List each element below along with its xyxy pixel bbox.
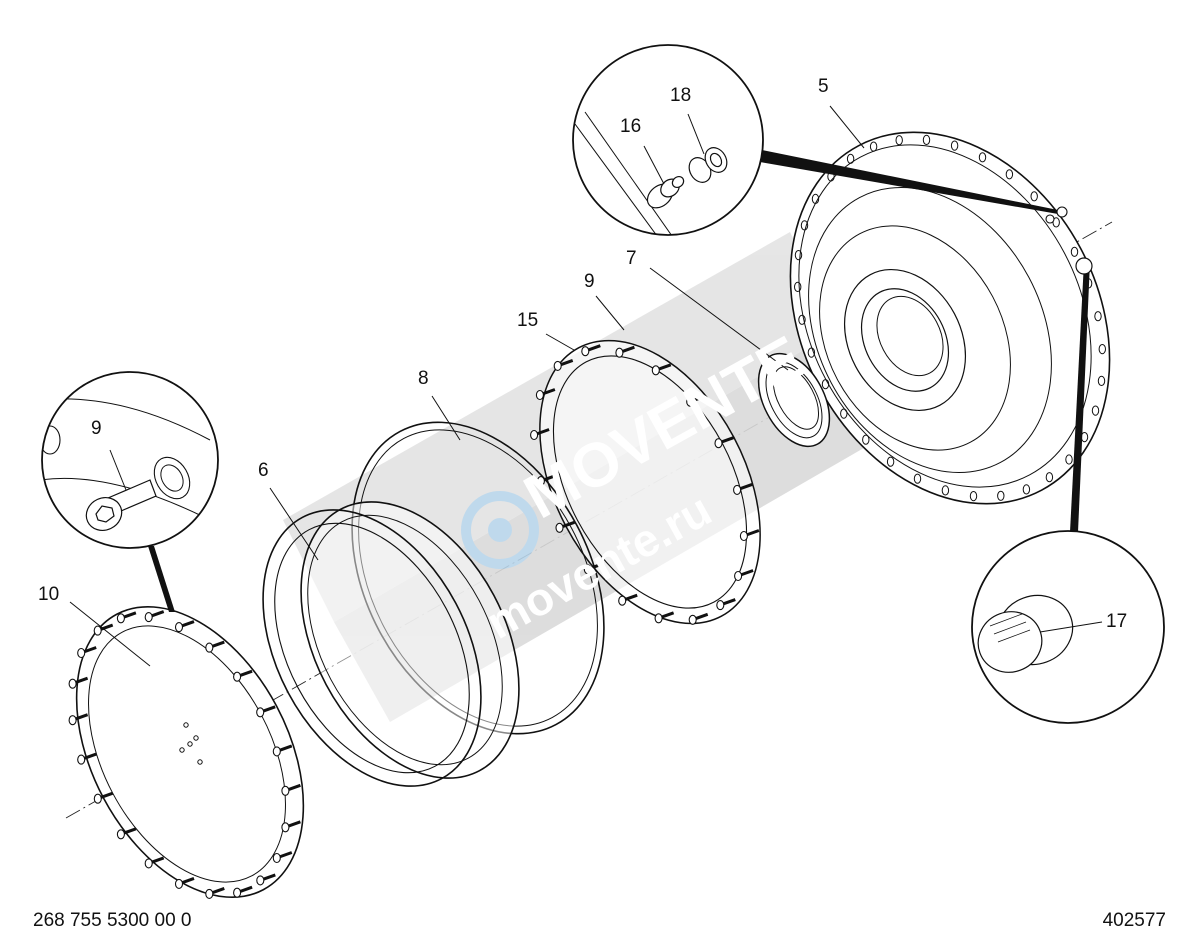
housing-bolt-hole xyxy=(1065,454,1073,465)
cover-bolt xyxy=(272,851,293,864)
cover-bolt xyxy=(272,744,293,757)
cover-bolt xyxy=(68,676,89,689)
callout-18: 18 xyxy=(670,85,691,106)
cover-bolt xyxy=(144,856,165,869)
housing-bolt-hole xyxy=(997,490,1005,501)
part-9-bolt-detail xyxy=(85,479,157,531)
flange-bolt xyxy=(553,358,574,371)
cover-bolt xyxy=(233,669,253,682)
housing-bolt-hole xyxy=(1094,311,1102,322)
housing-bolt-hole xyxy=(1097,375,1106,386)
callout-5: 5 xyxy=(818,76,829,97)
housing-bolt-hole xyxy=(1005,169,1014,180)
callout-15: 15 xyxy=(517,310,538,331)
part-7-seal-ring xyxy=(757,352,831,448)
housing-bolt-hole xyxy=(807,347,816,358)
flange-bolt xyxy=(716,598,736,611)
cover-bolt xyxy=(77,646,97,659)
figure-id: 402577 xyxy=(1102,910,1166,931)
flange-bolt xyxy=(581,344,601,357)
part-5-housing xyxy=(789,131,1111,505)
callout-7: 7 xyxy=(626,248,637,269)
callout-17: 17 xyxy=(1106,611,1127,632)
cover-bolt xyxy=(233,885,253,898)
cover-bolt xyxy=(144,610,165,623)
housing-bolt-hole xyxy=(950,140,959,151)
flange-bolt xyxy=(536,474,557,487)
flange-bolt xyxy=(615,345,635,358)
housing-bolt-hole xyxy=(969,491,978,502)
flange-bolt xyxy=(714,436,735,449)
drawing-number: 268 755 5300 00 0 xyxy=(33,910,192,931)
cover-bolt xyxy=(281,820,301,833)
flange-bolt xyxy=(555,520,576,533)
cover-bolt xyxy=(174,620,195,633)
housing-bolt-hole xyxy=(1045,472,1054,483)
housing-bolt-hole xyxy=(1022,484,1031,495)
housing-bolt-hole xyxy=(978,152,987,163)
flange-bolt xyxy=(530,428,550,441)
housing-bolt-hole xyxy=(1091,405,1100,416)
housing-bolt-hole xyxy=(886,456,895,467)
part-17-plug xyxy=(977,594,1074,673)
detail-circle-16-18 xyxy=(572,44,1058,236)
housing-bolt-hole xyxy=(1030,191,1038,202)
cover-bolt xyxy=(77,752,97,765)
leader-lines xyxy=(69,105,1103,667)
watermark-logo xyxy=(461,491,539,569)
housing-bolt-hole xyxy=(811,193,820,204)
cover-bolt xyxy=(256,705,276,718)
flange-bolt xyxy=(688,612,709,625)
part-6-thick-ring xyxy=(262,501,520,787)
housing-bolt-hole xyxy=(941,485,950,496)
housing-bolt-hole xyxy=(895,135,903,146)
callout-16: 16 xyxy=(620,116,641,137)
callout-9-detail: 9 xyxy=(91,418,102,439)
housing-bolt-hole xyxy=(1098,344,1107,355)
housing-bolt-hole xyxy=(800,220,809,231)
flange-bolt xyxy=(686,394,706,407)
callout-10: 10 xyxy=(38,584,59,605)
cover-bolt xyxy=(116,611,137,624)
part-10-cover-plate xyxy=(68,605,305,899)
part-15-ring-flange xyxy=(530,339,761,625)
housing-bolt-hole xyxy=(869,141,878,152)
cover-bolt xyxy=(256,873,276,886)
housing-bolt-hole xyxy=(794,281,802,292)
detail-circle-9 xyxy=(41,371,219,612)
cover-bolt xyxy=(93,791,114,804)
part-18-bushing xyxy=(688,147,728,183)
housing-bolt-hole xyxy=(798,314,806,325)
callout-9-flange: 9 xyxy=(584,271,595,292)
housing-bolt-hole xyxy=(913,473,922,484)
flange-bolt xyxy=(733,482,753,495)
housing-bolt-hole xyxy=(922,134,931,145)
flange-bolt xyxy=(618,593,638,606)
cover-bolt xyxy=(68,713,89,726)
housing-bolt-hole xyxy=(846,153,855,164)
housing-bolt-hole xyxy=(840,408,848,419)
callout-8: 8 xyxy=(418,368,429,389)
flange-bolt xyxy=(739,529,760,542)
housing-bolt-hole xyxy=(1070,246,1079,257)
cover-bolt xyxy=(281,783,301,796)
cover-bolt xyxy=(205,886,225,899)
flange-bolt xyxy=(535,388,556,401)
cover-bolt xyxy=(174,876,195,889)
cover-bolt xyxy=(116,827,137,840)
cover-bolt xyxy=(93,623,114,636)
housing-bolt-hole xyxy=(821,379,830,390)
flange-bolt xyxy=(734,569,754,582)
housing-bolt-hole xyxy=(862,434,870,445)
flange-bolt xyxy=(654,611,675,624)
housing-bolt-hole xyxy=(794,250,803,261)
flange-bolt xyxy=(651,363,672,376)
part-16-fitting xyxy=(646,175,685,209)
callout-6: 6 xyxy=(258,460,269,481)
cover-bolt xyxy=(205,640,225,653)
